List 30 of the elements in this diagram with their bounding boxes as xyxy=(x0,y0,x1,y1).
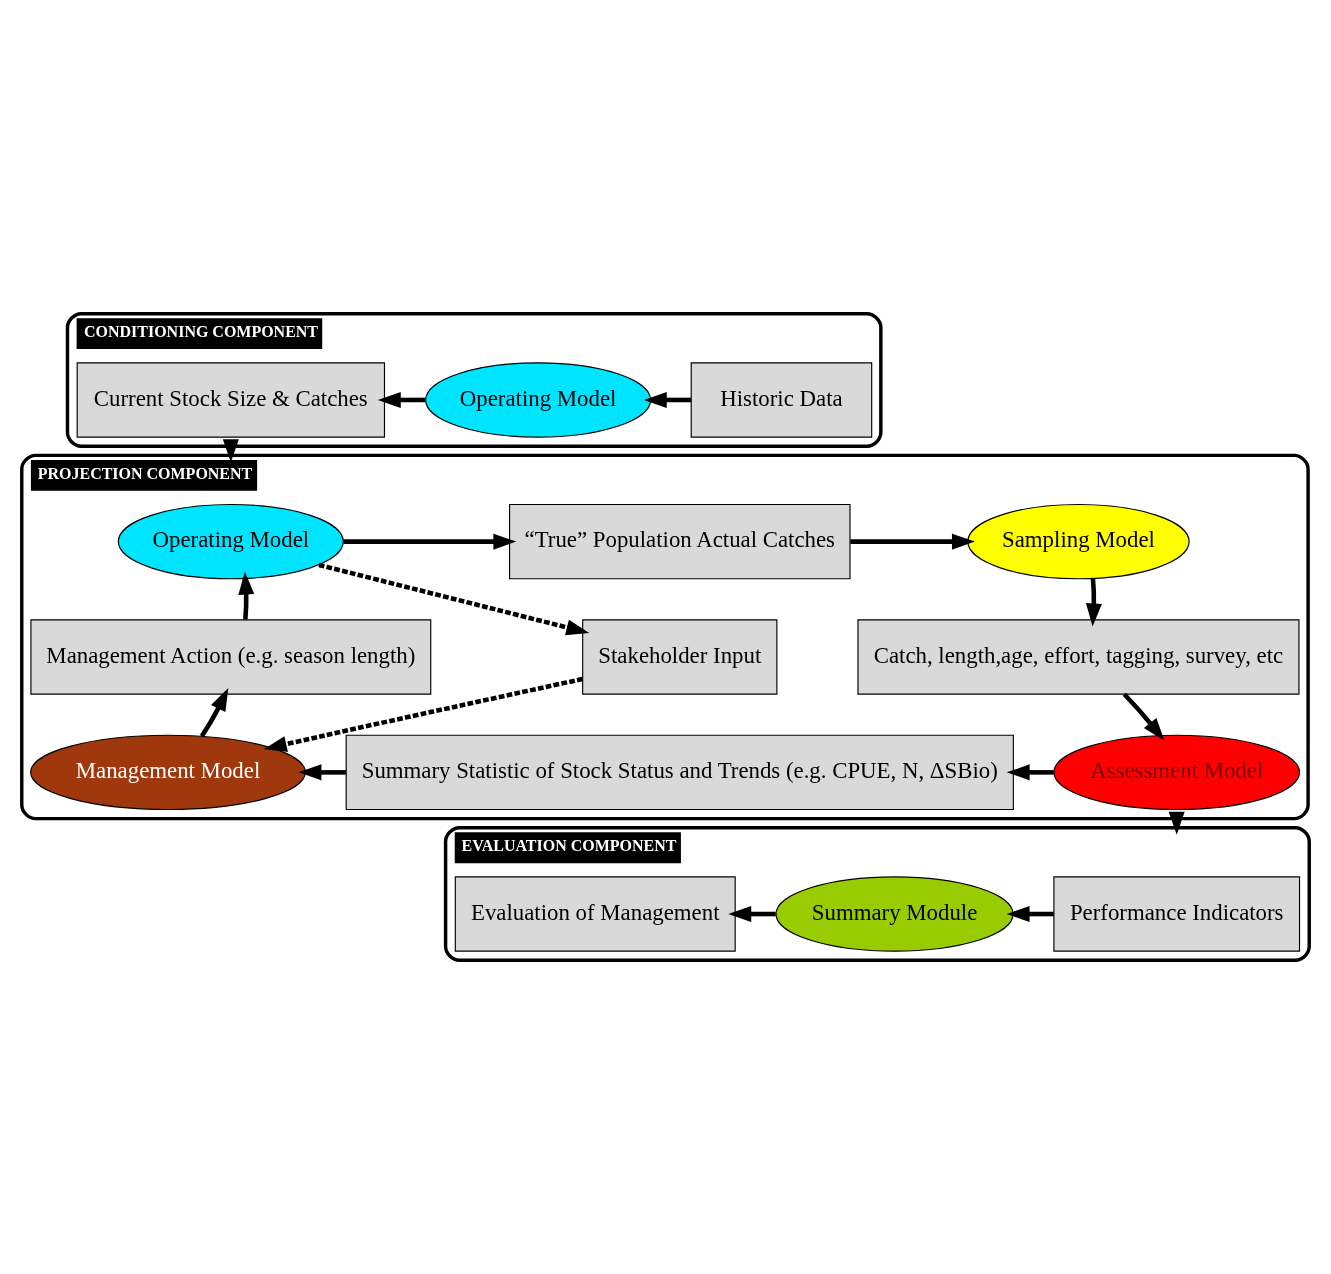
node-box: Performance Indicators xyxy=(1053,876,1301,952)
arrow xyxy=(343,533,517,550)
arrow xyxy=(222,439,239,463)
arrow xyxy=(1122,692,1165,741)
node-box: Evaluation of Management xyxy=(454,876,736,952)
arrow xyxy=(850,533,975,550)
arrow xyxy=(318,562,590,636)
node-box: Catch, length,age, effort, tagging, survey, etc xyxy=(857,619,1300,695)
arrow xyxy=(263,676,583,752)
arrow xyxy=(238,571,255,620)
node-box: Current Stock Size & Catches xyxy=(76,362,386,438)
node-box: “True” Population Actual Catches xyxy=(509,503,851,580)
arrow xyxy=(377,391,426,408)
arrow xyxy=(298,764,346,781)
node-ellipse: Summary Module xyxy=(775,876,1014,952)
node-box: Historic Data xyxy=(690,362,873,438)
node-ellipse: Operating Model xyxy=(425,362,652,438)
arrow xyxy=(199,688,229,738)
arrow xyxy=(1006,764,1054,781)
arrow xyxy=(728,906,776,923)
arrow xyxy=(1006,906,1054,923)
arrow xyxy=(1085,578,1102,627)
node-ellipse: Sampling Model xyxy=(967,503,1190,580)
node-ellipse: Assessment Model xyxy=(1053,734,1301,811)
arrow xyxy=(643,391,692,408)
arrow xyxy=(1168,811,1185,835)
node-box: Summary Statistic of Stock Status and Trends (e.g. CPUE, N, ΔSBio) xyxy=(345,734,1014,811)
node-box: Management Action (e.g. season length) xyxy=(30,619,432,695)
node-box: Stakeholder Input xyxy=(582,619,778,695)
node-ellipse: Operating Model xyxy=(117,503,344,580)
